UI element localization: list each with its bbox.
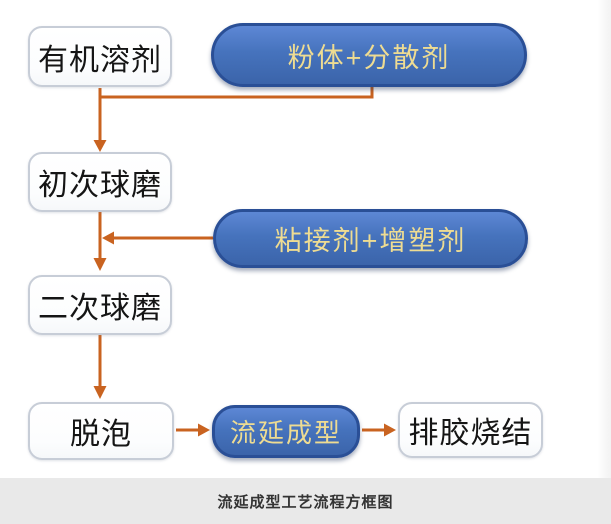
node-binder-plasticizer-label: 粘接剂+增塑剂	[274, 226, 467, 256]
node-defoaming-label: 脱泡	[70, 418, 132, 451]
arrow-first-mill-to-second-mill	[93, 212, 107, 271]
node-tape-casting-label: 流延成型	[229, 418, 342, 448]
connector-layer	[93, 85, 396, 437]
node-second-ball-mill-label: 二次球磨	[38, 292, 162, 325]
node-organic-solvent-label: 有机溶剂	[38, 43, 162, 77]
node-debinding-sintering-label: 排胶烧结	[408, 417, 533, 450]
caption-bar: 流延成型工艺流程方框图	[0, 478, 611, 524]
node-tape-casting: 流延成型	[212, 405, 360, 458]
right-edge-shadow	[597, 0, 611, 478]
node-defoaming: 脱泡	[28, 402, 174, 460]
arrow-defoaming-to-tape-casting	[176, 423, 210, 437]
arrow-binder-to-flow	[102, 231, 213, 245]
node-powder-dispersant-label: 粉体+分散剂	[287, 42, 451, 73]
node-second-ball-mill: 二次球磨	[28, 275, 172, 335]
node-powder-dispersant: 粉体+分散剂	[211, 23, 527, 87]
node-binder-plasticizer: 粘接剂+增塑剂	[213, 209, 528, 268]
arrow-second-mill-to-defoaming	[93, 335, 107, 399]
node-organic-solvent: 有机溶剂	[28, 26, 172, 87]
node-first-ball-mill-label: 初次球磨	[38, 169, 162, 202]
node-first-ball-mill: 初次球磨	[28, 152, 172, 212]
arrow-tape-casting-to-debinding	[362, 423, 396, 437]
arrow-solvent-and-powder-to-first-mill	[93, 85, 374, 152]
node-debinding-sintering: 排胶烧结	[398, 402, 543, 458]
diagram-caption: 流延成型工艺流程方框图	[217, 493, 394, 511]
